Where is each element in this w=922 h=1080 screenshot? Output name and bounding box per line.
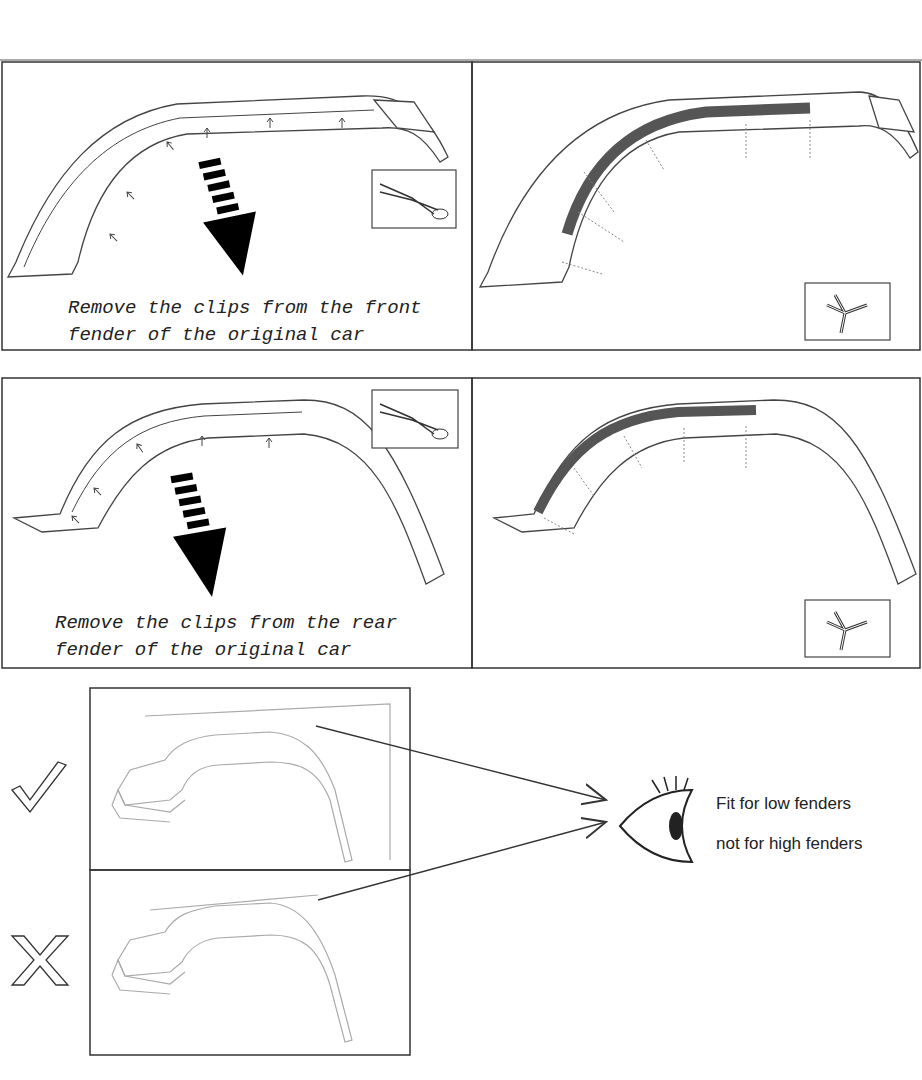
- dashed-arrow: [163, 468, 238, 601]
- high-fender: [112, 895, 352, 1042]
- panel-frame: [2, 62, 472, 350]
- dashed-arrow: [191, 153, 269, 282]
- eye-symbol: [620, 776, 692, 862]
- pointer-arrow: [316, 726, 606, 800]
- step-instruction: Remove the clips from the front fender o…: [68, 295, 448, 349]
- clip-icon: [805, 283, 890, 340]
- panel-frame: [472, 62, 920, 350]
- pliers-icon: [372, 390, 458, 448]
- check-mark: [12, 762, 66, 812]
- panel-frame: [472, 378, 920, 668]
- comparison-frame: [90, 870, 410, 1055]
- pliers-icon: [372, 170, 456, 228]
- pointer-arrow: [318, 822, 606, 900]
- panel-frame: [2, 378, 472, 668]
- cross-mark: [12, 936, 68, 985]
- fit-note: Fit for low fenders: [716, 793, 851, 815]
- rear-fender-installed: [494, 400, 916, 584]
- low-fender: [112, 704, 390, 862]
- comparison-frame: [90, 688, 410, 870]
- step-instruction: Remove the clips from the rear fender of…: [55, 610, 435, 664]
- front-fender-installed: [480, 92, 918, 287]
- clip-icon: [805, 600, 890, 657]
- fit-note: not for high fenders: [716, 833, 862, 855]
